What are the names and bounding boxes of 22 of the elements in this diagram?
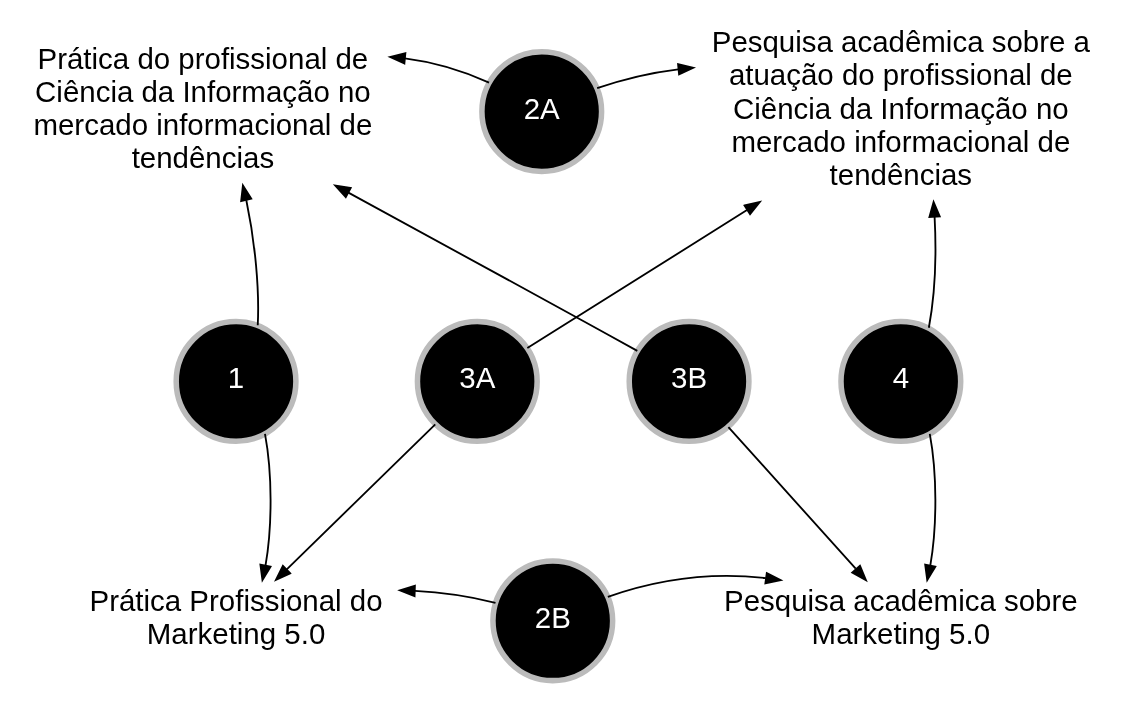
arrow [259, 432, 272, 583]
node-circle: 3B [626, 318, 752, 444]
arrow [727, 425, 868, 582]
arrow [397, 583, 497, 604]
arrow [274, 422, 437, 582]
node-circle: 4 [838, 318, 964, 444]
arrow [596, 62, 697, 89]
arrow [924, 432, 937, 583]
arrow [240, 182, 260, 326]
arrow [387, 51, 490, 83]
node-text: Prática do profissional de Ciência da Informação no mercado informacional de tendências [33, 41, 373, 174]
arrow [332, 183, 639, 352]
node-circle: 3A [414, 318, 540, 444]
node-circle: 2B [490, 557, 616, 683]
node-text: Pesquisa acadêmica sobre Marketing 5.0 [724, 583, 1078, 650]
arrow [927, 198, 942, 329]
node-circle: 1 [173, 318, 299, 444]
arrow [526, 200, 763, 349]
node-circle: 2A [479, 48, 605, 174]
node-text: Pesquisa acadêmica sobre a atuação do profissional de Ciência da Informação no mercado informacional de tendências [711, 24, 1090, 191]
node-text: Prática Profissional do Marketing 5.0 [89, 583, 383, 650]
arrow [606, 571, 784, 598]
